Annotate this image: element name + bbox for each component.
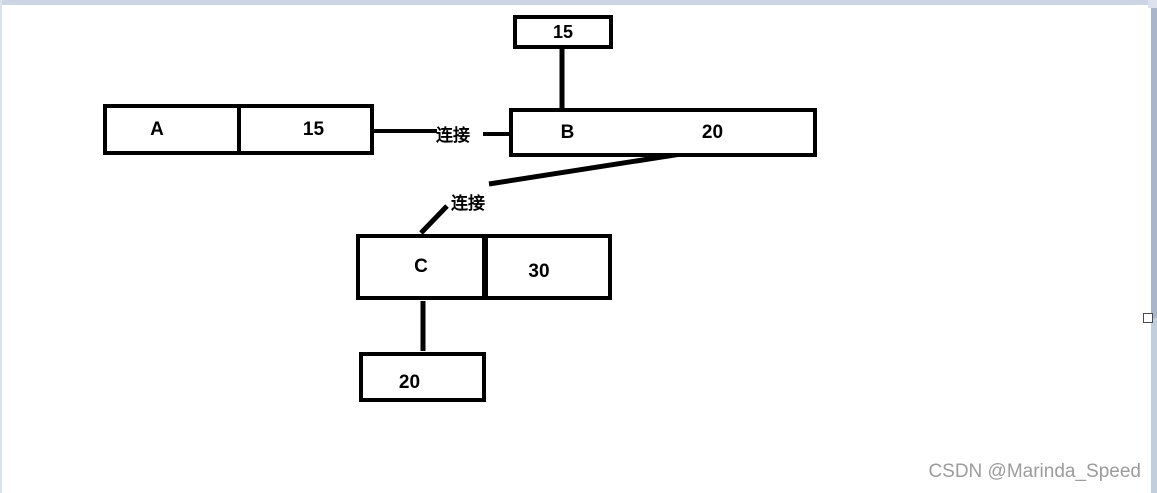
window-top-strip (0, 0, 1148, 5)
page-left-edge (0, 0, 2, 493)
value-box-bottom: 20 (359, 352, 486, 402)
value-box-top: 15 (513, 15, 613, 49)
watermark-text: CSDN @Marinda_Speed (928, 461, 1141, 482)
value-box-top-label: 15 (552, 21, 574, 42)
node-b-box: B 20 (509, 108, 817, 157)
resize-handle[interactable] (1143, 313, 1153, 323)
node-c-box: C 30 (356, 234, 612, 300)
edge-label-a-to-b: 连接 (436, 126, 470, 145)
value-box-bottom-label: 20 (398, 371, 421, 393)
node-a-divider (237, 108, 241, 151)
node-a-box: A 15 (103, 104, 374, 155)
vertical-scrollbar-track[interactable] (1151, 318, 1157, 493)
node-b-value: 20 (701, 121, 724, 143)
node-a-value: 15 (302, 118, 325, 140)
node-a-name: A (150, 118, 164, 140)
node-c-value: 30 (528, 261, 550, 282)
edge-label-b-to-c: 连接 (451, 194, 485, 213)
scrollbar-corner (1148, 0, 1157, 8)
label-to-c-diagonal (419, 204, 449, 235)
node-b-name: B (560, 121, 575, 143)
node-c-divider (482, 238, 488, 296)
node-c-name: C (414, 256, 428, 277)
vertical-scrollbar-thumb[interactable] (1151, 8, 1157, 318)
